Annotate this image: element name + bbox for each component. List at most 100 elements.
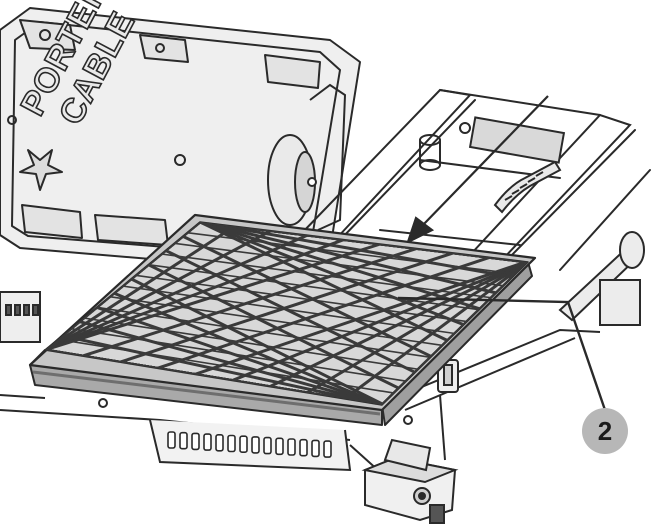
- filter-panel: [28, 213, 537, 426]
- sensor-box: [349, 394, 459, 524]
- mesh-line: [199, 222, 449, 343]
- pulley-bolt: [307, 177, 317, 187]
- mesh-line: [199, 222, 513, 279]
- vent-slot: [263, 436, 272, 455]
- connector-pin: [32, 304, 39, 316]
- screw: [155, 43, 165, 53]
- mesh-line: [70, 327, 407, 382]
- lower-frame: [0, 328, 601, 472]
- base-screw: [403, 415, 413, 425]
- mesh-line: [113, 291, 383, 405]
- corner-lug-bottom-left: [21, 204, 83, 239]
- right-roller: [558, 231, 645, 326]
- post-top: [419, 134, 441, 146]
- rail-2: [339, 99, 476, 241]
- latch-block: [468, 116, 566, 164]
- side-connector: [0, 291, 41, 343]
- vent-slot: [179, 431, 188, 450]
- mesh-line: [130, 277, 384, 405]
- sensor-wire-2: [439, 394, 446, 461]
- rail-5: [559, 169, 651, 271]
- vent-slots: [167, 431, 332, 458]
- rail-4: [504, 129, 636, 263]
- screw: [174, 154, 186, 166]
- vent-slot: [299, 438, 308, 457]
- mesh-line: [96, 306, 431, 359]
- mesh-line: [122, 285, 456, 335]
- connector-pin: [23, 304, 30, 316]
- spring-strip: [493, 160, 562, 214]
- mesh-line: [164, 249, 416, 374]
- mesh-line: [109, 295, 443, 347]
- mesh-line: [194, 260, 527, 376]
- vent-slot: [203, 433, 212, 451]
- latch-spring: [468, 116, 566, 214]
- vent-slot: [323, 440, 332, 458]
- screw: [7, 115, 17, 125]
- filter-front-lip: [32, 370, 381, 416]
- base-screw: [98, 398, 108, 408]
- mesh-line: [57, 338, 395, 394]
- corner-lug-top-right: [264, 54, 321, 89]
- vent-slot: [311, 439, 320, 458]
- clip-tab: [443, 364, 453, 386]
- rail-frame-low: [379, 229, 521, 246]
- connector-pin: [5, 304, 12, 316]
- vent-housing: [149, 419, 352, 472]
- latch-clip: [437, 359, 459, 393]
- mesh-line: [135, 274, 468, 323]
- sensor-top: [361, 456, 459, 484]
- mesh-line: [231, 260, 528, 382]
- machine-housing: [0, 7, 361, 271]
- lower-rail-3: [404, 337, 576, 411]
- arrow-head: [406, 216, 435, 245]
- mesh-line: [148, 263, 480, 311]
- mesh-line: [83, 317, 419, 371]
- vent-slot: [239, 435, 248, 454]
- roller-end: [619, 231, 645, 269]
- guide-rails: [299, 88, 651, 271]
- vent-slot: [287, 438, 296, 456]
- vent-slot: [251, 436, 260, 454]
- roller-bracket: [599, 279, 641, 326]
- vent-slot: [227, 434, 236, 453]
- vent-slot: [275, 437, 284, 456]
- vent-slot: [191, 432, 200, 451]
- mesh-line: [147, 263, 400, 390]
- mesh-line: [61, 334, 383, 405]
- screw: [39, 29, 51, 41]
- spring-coils: [504, 171, 544, 201]
- mesh-line: [156, 255, 491, 370]
- mesh-line: [119, 251, 454, 364]
- mesh-line: [186, 231, 516, 275]
- mesh-line: [161, 253, 492, 299]
- arrow-shaft: [421, 95, 549, 227]
- vent-slot: [215, 433, 224, 452]
- post: [419, 139, 441, 166]
- callout-badge: [582, 408, 628, 454]
- rail-frame-top: [439, 89, 601, 116]
- star-logo-icon: [19, 149, 63, 191]
- callout-label: 2: [598, 416, 612, 446]
- mesh-line: [199, 222, 497, 295]
- rail-3: [469, 113, 632, 263]
- corner-lug-top-left: [19, 19, 76, 51]
- vent-slot: [167, 431, 176, 449]
- arrow-icon: [406, 95, 549, 245]
- pulley: [267, 83, 347, 231]
- sensor-knob-center: [418, 492, 426, 500]
- mesh-line: [182, 234, 433, 358]
- brand-lettering: PORTER CABLE: [13, 0, 144, 132]
- corner-lug-bottom-mid: [94, 214, 169, 246]
- mesh-line: [79, 320, 383, 405]
- lower-rail-left: [0, 394, 46, 399]
- sensor-flap: [383, 438, 432, 472]
- connector-pin: [14, 304, 21, 316]
- rail-screw: [459, 122, 471, 134]
- sensor-plug: [429, 504, 445, 524]
- post-bottom: [419, 159, 441, 171]
- pulley-bracket: [309, 83, 347, 231]
- mesh-line: [174, 242, 504, 287]
